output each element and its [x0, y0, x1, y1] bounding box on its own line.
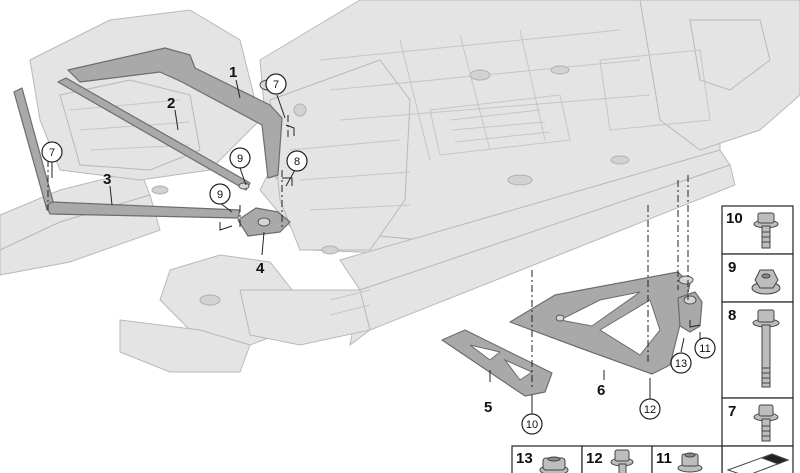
parts-legend-column: 10 9 8 7: [721, 205, 794, 473]
parts-legend-row: 13 12 11: [511, 445, 723, 473]
svg-text:10: 10: [526, 419, 538, 431]
long-bolt-icon: [752, 309, 780, 388]
wedge-sealant-icon: [726, 453, 790, 473]
callout-1: 1: [229, 64, 237, 81]
svg-text:13: 13: [675, 358, 687, 370]
flange-nut-icon: [677, 452, 703, 473]
collar-nut-icon: [539, 456, 569, 473]
legend-label-9: 9: [728, 259, 736, 276]
circled-callout-7a: 7: [265, 73, 287, 95]
horizontal-brace: [45, 201, 241, 219]
strut-brace-upper: [67, 47, 283, 179]
circled-callout-10: 10: [521, 413, 543, 435]
flange-bolt-short-icon: [753, 212, 779, 249]
fastener-axis-lines: [47, 115, 689, 390]
circled-callout-13: 13: [670, 352, 692, 374]
mount-bracket: [677, 291, 703, 333]
svg-text:7: 7: [273, 79, 279, 91]
vehicle-floor-structure: [0, 0, 800, 373]
diagonal-brace: [57, 77, 251, 191]
floor-holes: [151, 65, 630, 306]
svg-text:8: 8: [294, 156, 300, 168]
callout-2: 2: [167, 95, 175, 112]
circled-callout-9b: 9: [209, 183, 231, 205]
svg-text:9: 9: [217, 189, 223, 201]
callout-5: 5: [484, 399, 492, 416]
svg-text:7: 7: [49, 147, 55, 159]
circled-callout-7b: 7: [41, 141, 63, 163]
callout-4: 4: [256, 260, 265, 277]
shear-panel-cutouts: [469, 291, 661, 381]
circled-callouts: 7 7 8 9 9 10 11 12: [41, 73, 716, 435]
bolt-icon: [610, 449, 634, 473]
legend-label-12: 12: [586, 450, 603, 467]
callout-6: 6: [597, 382, 605, 399]
bold-callouts: 1 2 3 4 5 6: [103, 64, 605, 416]
floor-plate-small: [441, 329, 553, 397]
bolt-short-icon: [753, 404, 779, 442]
highlighted-parts: [13, 47, 703, 397]
circled-callout-12: 12: [639, 398, 661, 420]
leader-lines: [51, 79, 701, 415]
svg-text:9: 9: [237, 153, 243, 165]
shear-panel-large: [509, 271, 691, 375]
legend-label-7: 7: [728, 403, 736, 420]
legend-label-13: 13: [516, 450, 533, 467]
svg-text:11: 11: [699, 343, 710, 355]
circled-callout-9a: 9: [229, 147, 251, 169]
legend-label-10: 10: [726, 210, 743, 227]
legend-label-8: 8: [728, 307, 736, 324]
legend-label-11: 11: [656, 450, 672, 467]
axis-bracket-marks: [219, 124, 701, 328]
circled-callout-11: 11: [694, 337, 716, 359]
svg-text:12: 12: [644, 404, 656, 416]
circled-callout-8: 8: [286, 150, 308, 172]
hex-nut-icon: [751, 269, 781, 295]
callout-3: 3: [103, 171, 111, 188]
